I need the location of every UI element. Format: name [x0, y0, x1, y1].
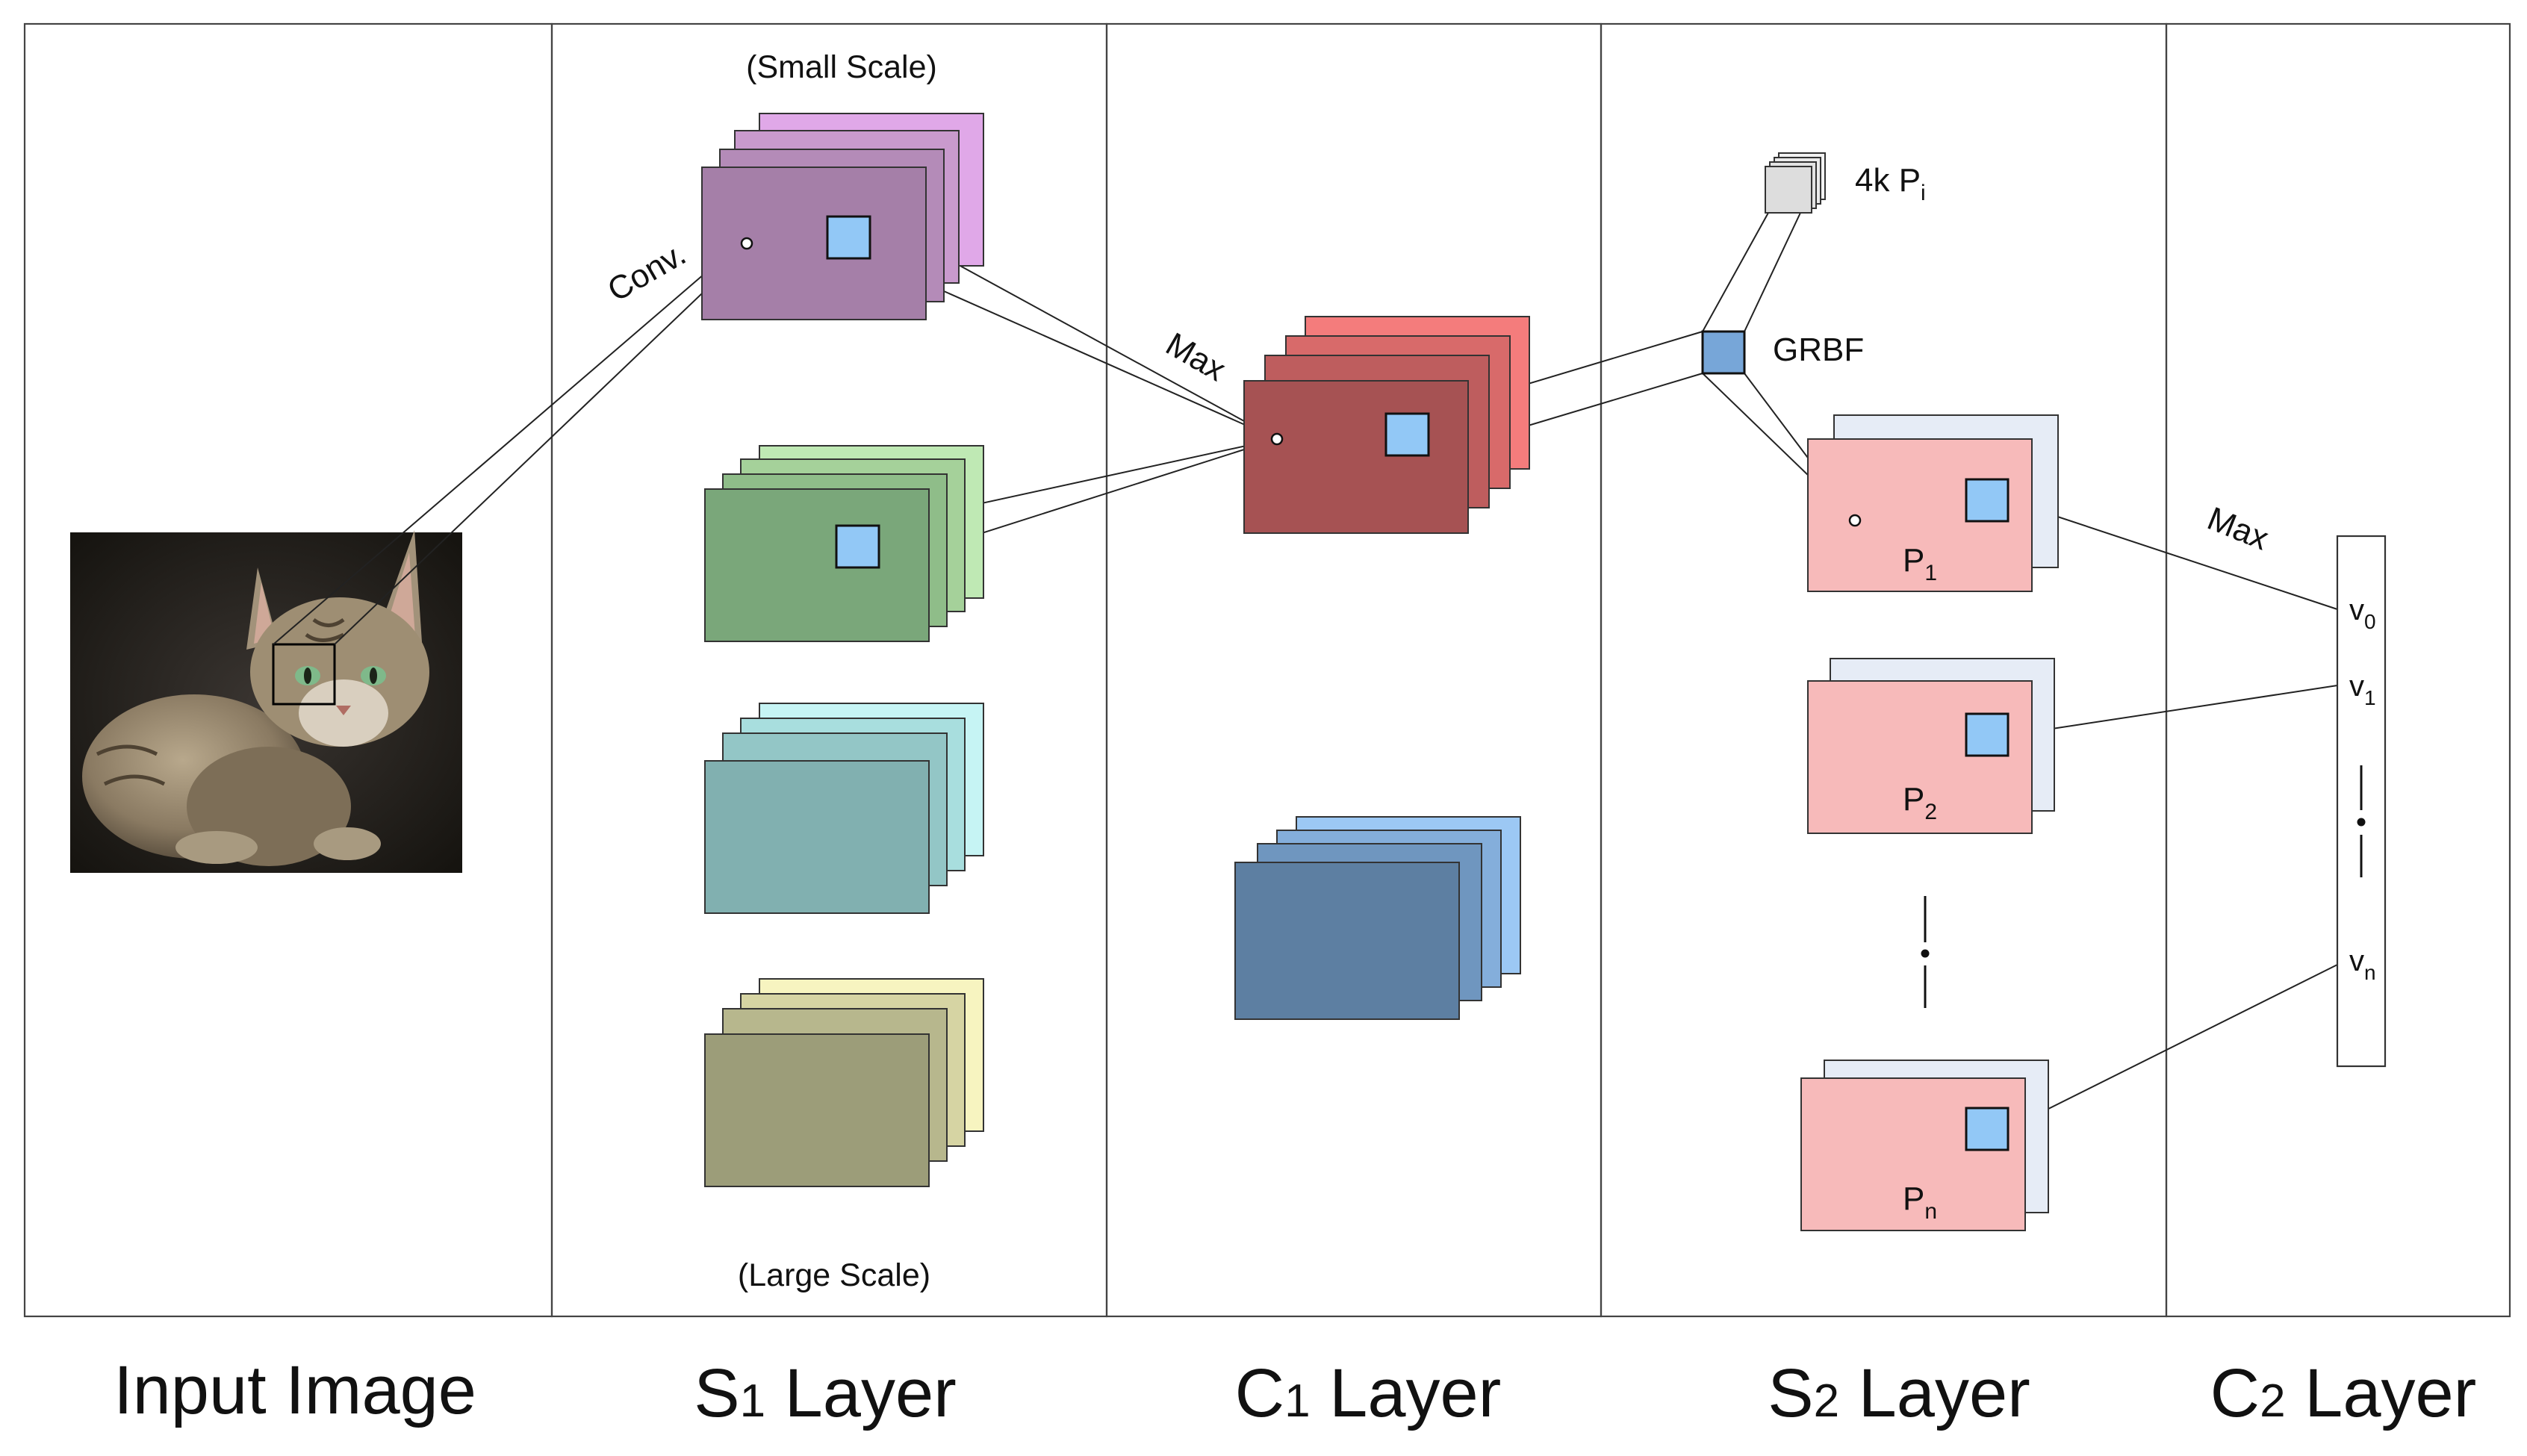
s1-receptive-field	[835, 524, 880, 569]
s2-map-label: Pn	[1903, 1180, 1937, 1224]
panel-c2	[2165, 22, 2511, 1318]
c2-vector-entry-main: v	[2349, 594, 2364, 626]
prototypes-stack	[1765, 152, 1826, 214]
c1-pool-point	[1270, 432, 1284, 446]
s2-map-p1	[1807, 414, 2059, 592]
s2-map-front	[1807, 680, 2033, 834]
label-c1-rest: Layer	[1311, 1355, 1502, 1431]
c1-map-front	[1234, 862, 1460, 1020]
conv-point	[740, 237, 753, 250]
label-s2-sub: 2	[1814, 1375, 1839, 1427]
s2-map-label: P1	[1903, 542, 1937, 585]
s2-map-label-main: P	[1903, 781, 1924, 818]
label-c2-layer: C2 Layer	[2210, 1355, 2477, 1431]
label-c2-sub: 2	[2260, 1375, 2285, 1427]
s2-ellipsis	[1921, 896, 1930, 1008]
s2-map-label-main: P	[1903, 542, 1924, 579]
c2-vector-entry-sub: 0	[2364, 610, 2376, 633]
s2-map-p2	[1807, 658, 2055, 834]
s2-receptive-field	[1965, 478, 2010, 523]
prototypes-label: 4k Pi	[1855, 162, 1926, 205]
label-s1-layer: S1 Layer	[694, 1355, 957, 1431]
c2-vector-entry: v0	[2349, 594, 2376, 633]
label-s1-rest: Layer	[765, 1355, 957, 1431]
panel-frames	[23, 22, 2511, 1318]
s2-map-label-sub: 2	[1924, 800, 1937, 824]
s1-stack-teal	[704, 703, 984, 914]
s1-stack-purple	[701, 113, 984, 320]
c2-vector-entry: vn	[2349, 945, 2376, 984]
label-c2-main: C	[2210, 1355, 2260, 1431]
c2-ellipsis	[2357, 765, 2366, 877]
prototypes-label-sub: i	[1921, 181, 1926, 205]
s2-receptive-field	[1965, 712, 2010, 757]
s2-map-label-sub: n	[1924, 1199, 1937, 1224]
cat-image	[70, 530, 462, 873]
prototypes-label-main: 4k P	[1855, 162, 1921, 199]
c1-stack-red	[1243, 316, 1530, 534]
c1-receptive-field	[1384, 412, 1430, 457]
s2-map-pn	[1800, 1060, 2049, 1231]
s1-map-front	[704, 1033, 930, 1187]
c2-vector-entry-sub: n	[2364, 961, 2376, 984]
s1-stack-green	[704, 445, 984, 642]
s1-stack-olive	[704, 978, 984, 1187]
c1-max-label: Max	[1160, 326, 1231, 388]
label-input-image: Input Image	[114, 1352, 476, 1428]
label-c1-sub: 1	[1284, 1375, 1310, 1427]
grbf-node	[1701, 330, 1746, 375]
c2-vector-entry-sub: 1	[2364, 686, 2376, 709]
s1-map-front	[704, 760, 930, 914]
c2-vector-entry: v1	[2349, 670, 2376, 709]
s2-map-label-sub: 1	[1924, 561, 1937, 585]
conv-label: Conv.	[602, 235, 692, 308]
c1-stack-blue	[1234, 816, 1521, 1020]
c1-map-front	[1243, 380, 1469, 534]
s1-map-front	[701, 167, 927, 320]
label-s1-main: S	[694, 1355, 739, 1431]
s2-map-front	[1800, 1077, 2026, 1231]
s1-small-scale-note: (Small Scale)	[746, 49, 937, 85]
s2-map-label: P2	[1903, 781, 1937, 824]
input-receptive-field	[272, 643, 336, 706]
s1-receptive-field	[826, 215, 871, 260]
label-s2-main: S	[1768, 1355, 1813, 1431]
prototype-card-front	[1765, 166, 1812, 214]
label-c2-rest: Layer	[2286, 1355, 2477, 1431]
label-s2-layer: S2 Layer	[1768, 1355, 2030, 1431]
label-s2-rest: Layer	[1839, 1355, 2030, 1431]
s2-point	[1848, 514, 1862, 527]
s2-map-label-main: P	[1903, 1180, 1924, 1217]
label-c1-layer: C1 Layer	[1235, 1355, 1502, 1431]
s2-receptive-field	[1965, 1107, 2010, 1151]
label-c1-main: C	[1235, 1355, 1284, 1431]
c2-vector-entry-main: v	[2349, 670, 2364, 703]
panel-c1	[1105, 22, 1603, 1318]
s1-map-front	[704, 488, 930, 642]
c2-vector-entry-main: v	[2349, 945, 2364, 977]
c2-max-label: Max	[2202, 500, 2273, 558]
label-s1-sub: 1	[740, 1375, 765, 1427]
s1-large-scale-note: (Large Scale)	[738, 1257, 930, 1293]
grbf-label: GRBF	[1773, 332, 1864, 368]
